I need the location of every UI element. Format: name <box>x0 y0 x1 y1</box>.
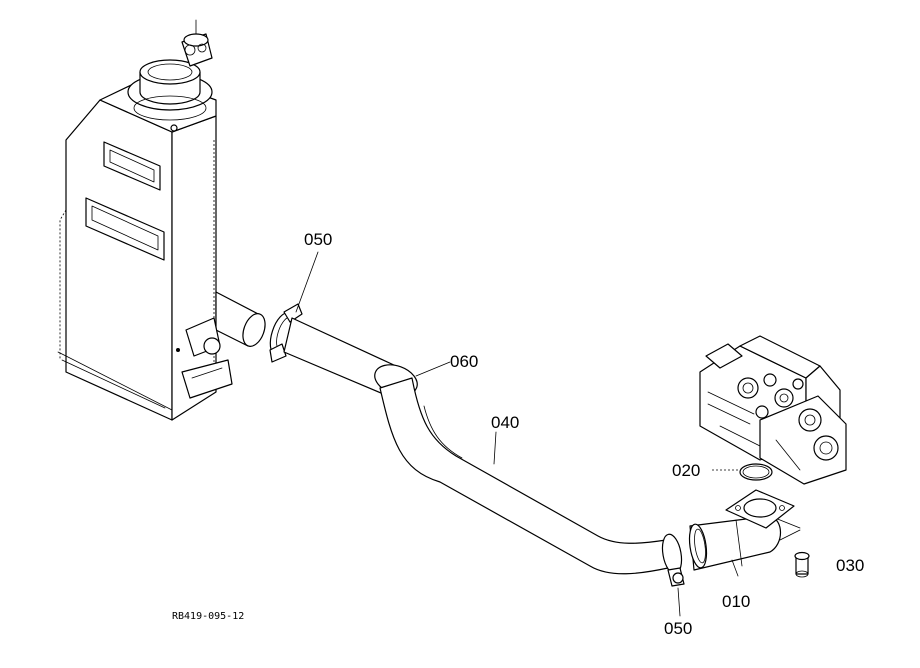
hydraulic-tank <box>57 19 266 421</box>
callout-040: 040 <box>491 413 520 432</box>
hydraulic-pump <box>699 335 847 485</box>
bolt-030 <box>794 551 810 578</box>
drawing-id: RB419-095-12 <box>172 611 245 622</box>
o-ring-020 <box>739 463 773 481</box>
callout-030: 030 <box>836 556 865 575</box>
leader-lines <box>295 251 740 617</box>
callout-050-bottom: 050 <box>664 619 693 638</box>
suction-pipe-040 <box>379 377 669 575</box>
pipe-fitting-010 <box>688 515 801 571</box>
callout-060: 060 <box>450 352 479 371</box>
callout-020: 020 <box>672 461 701 480</box>
callout-050-top: 050 <box>304 230 333 249</box>
hose-clamp-050-bottom <box>661 533 685 587</box>
callout-010: 010 <box>722 592 751 611</box>
flange-gasket <box>725 489 795 529</box>
